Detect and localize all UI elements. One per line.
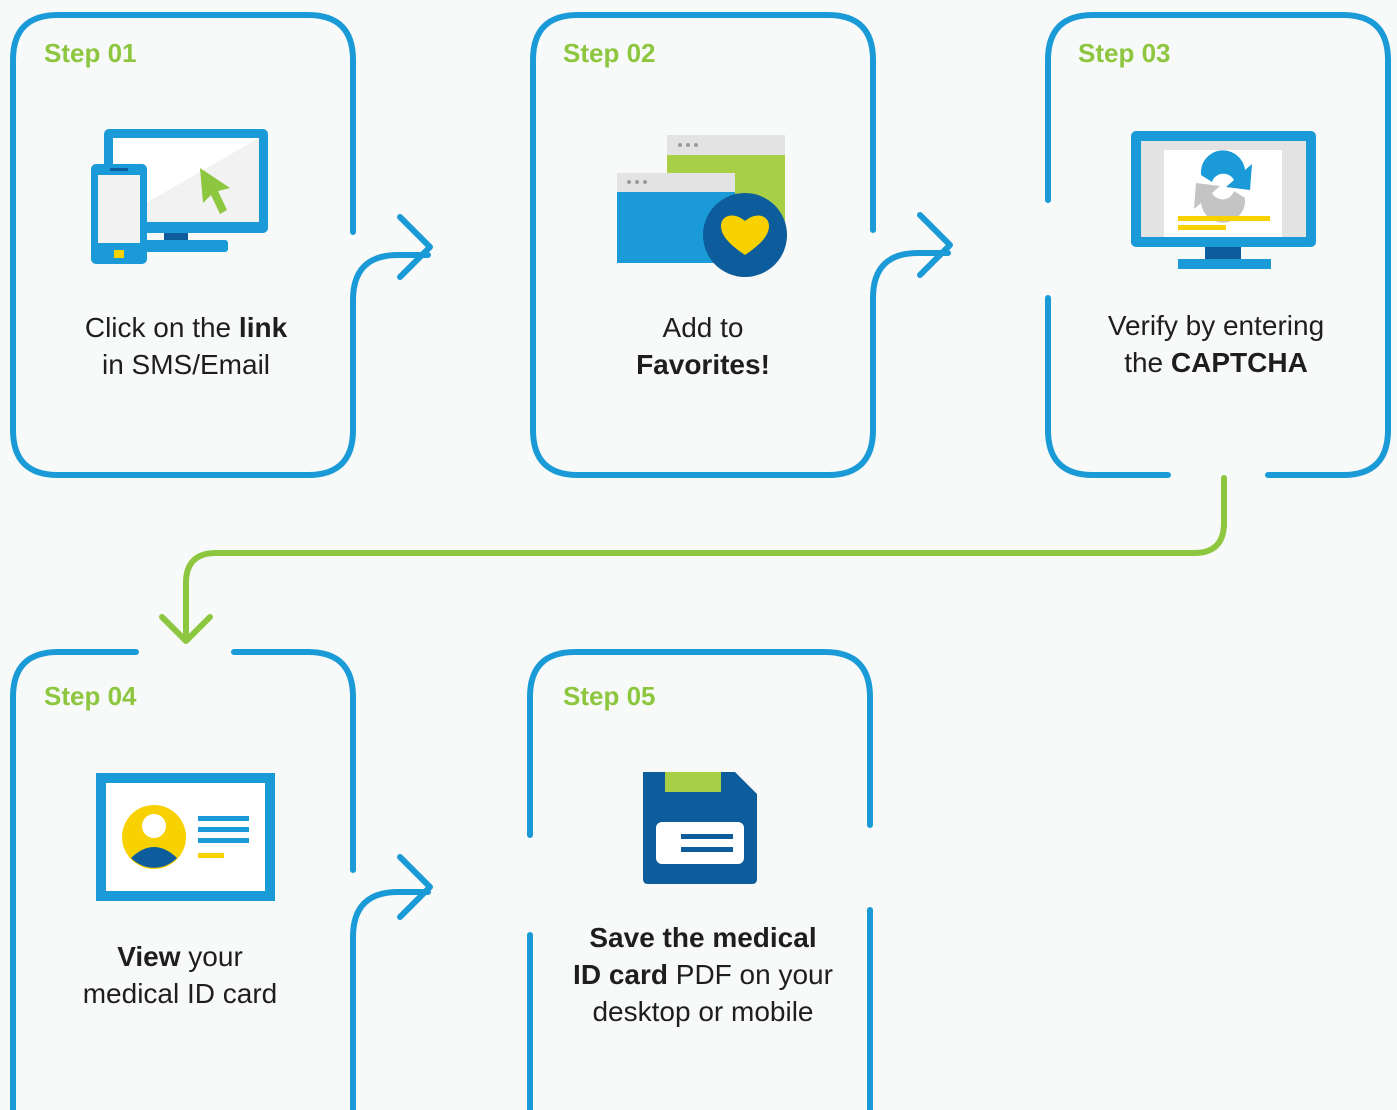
step-3-box-lower xyxy=(1045,295,1171,478)
arrow-4-5-head xyxy=(397,854,433,920)
step-2-caption: Add to Favorites! xyxy=(636,312,770,380)
step-4-caption: View your medical ID card xyxy=(82,941,278,1009)
step-5-title: Step 05 xyxy=(563,681,656,711)
step-5-caption: Save the medical ID card PDF on your des… xyxy=(573,922,833,1027)
step-1-caption: Click on the link in SMS/Email xyxy=(84,312,288,380)
captcha-monitor-icon xyxy=(1131,131,1316,269)
step-3-box xyxy=(1045,12,1391,478)
id-card-icon xyxy=(96,773,275,901)
arrow-4-5 xyxy=(350,889,431,1110)
connector-3-4-head xyxy=(159,614,213,644)
connector-3-4 xyxy=(183,475,1227,639)
floppy-disk-icon xyxy=(643,772,757,884)
step-5-box xyxy=(527,649,873,838)
step-2-title: Step 02 xyxy=(563,38,656,68)
step-2-box xyxy=(530,12,951,478)
devices-click-icon xyxy=(91,129,268,264)
step-1-title: Step 01 xyxy=(44,38,137,68)
browser-favorites-icon xyxy=(617,135,787,277)
step-1-box xyxy=(10,12,431,478)
step-4-box-right xyxy=(231,649,356,873)
step-3-caption: Verify by entering the CAPTCHA xyxy=(1107,310,1325,378)
arrow-2-3-head xyxy=(917,212,953,278)
step-4-title: Step 04 xyxy=(44,681,137,711)
arrow-1-2-head xyxy=(397,214,433,280)
step-3-title: Step 03 xyxy=(1078,38,1171,68)
step-4-box xyxy=(10,649,139,1110)
